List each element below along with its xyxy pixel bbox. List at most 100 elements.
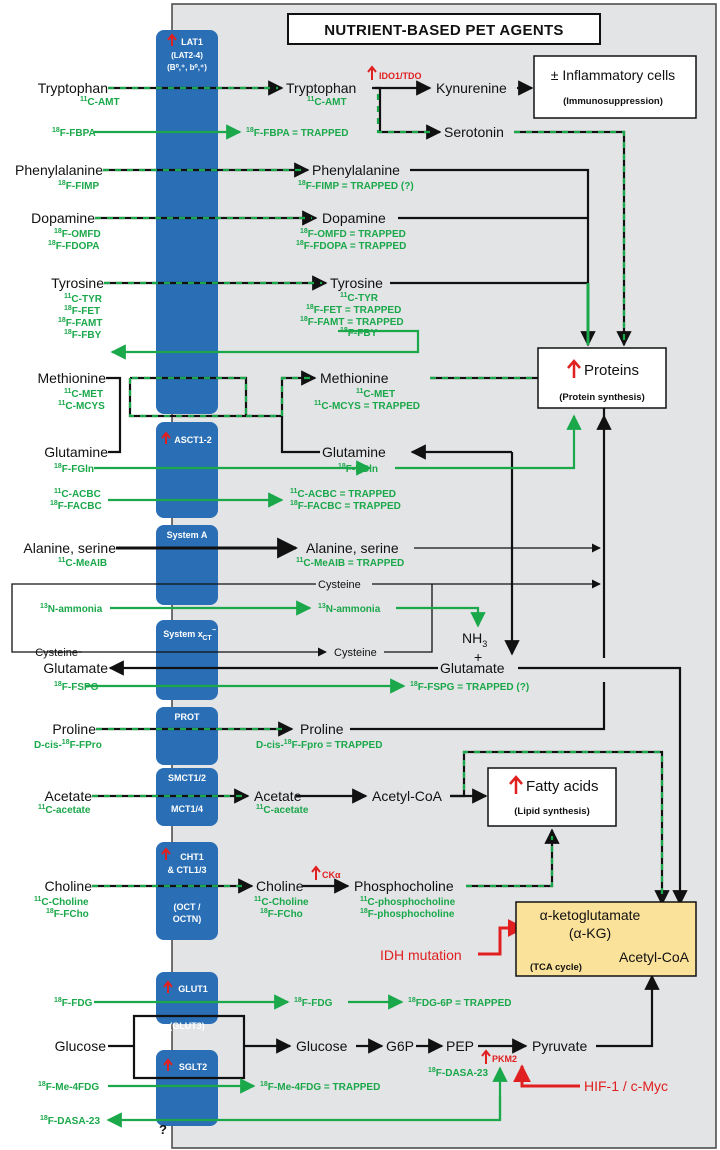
cht1-transporter bbox=[156, 842, 218, 940]
svg-text:Dopamine: Dopamine bbox=[322, 210, 386, 226]
cysteine-flow bbox=[11, 579, 601, 657]
inflammatory-box bbox=[533, 55, 697, 119]
oct-label-2: OCTN) bbox=[173, 914, 202, 924]
svg-text:18F-FDOPA = TRAPPED: 18F-FDOPA = TRAPPED bbox=[296, 240, 406, 252]
svg-text:Proline: Proline bbox=[300, 721, 344, 737]
tca-box bbox=[515, 901, 697, 977]
svg-text:Alanine, serine: Alanine, serine bbox=[23, 540, 116, 556]
svg-text:11C-MeAIB: 11C-MeAIB bbox=[58, 557, 107, 569]
svg-text:11C-MCYS = TRAPPED: 11C-MCYS = TRAPPED bbox=[314, 400, 420, 412]
svg-text:Pyruvate: Pyruvate bbox=[532, 1038, 587, 1054]
tyrosine-flow bbox=[104, 275, 590, 360]
svg-text:18F-FBPA = TRAPPED: 18F-FBPA = TRAPPED bbox=[246, 127, 349, 139]
tca-cycle-label: (TCA cycle) bbox=[530, 962, 582, 973]
svg-text:IDO1/TDO: IDO1/TDO bbox=[379, 71, 422, 81]
cht1-up-arrow bbox=[161, 847, 171, 860]
proteins-up-icon bbox=[567, 359, 581, 378]
svg-text:Tyrosine: Tyrosine bbox=[51, 275, 104, 291]
svg-text:Methionine: Methionine bbox=[38, 370, 107, 386]
oct-label-1: (OCT / bbox=[174, 902, 201, 912]
svg-text:Cysteine: Cysteine bbox=[334, 647, 377, 659]
svg-text:11C-MCYS: 11C-MCYS bbox=[58, 400, 105, 412]
svg-text:18F-FIMP: 18F-FIMP bbox=[58, 180, 99, 192]
svg-text:NH3: NH3 bbox=[462, 630, 487, 649]
svg-text:PKM2: PKM2 bbox=[492, 1054, 517, 1064]
svg-text:Acetate: Acetate bbox=[254, 788, 302, 804]
glut3-label: (GLUT3) bbox=[169, 1021, 205, 1031]
sglt2-up-arrow bbox=[163, 1058, 173, 1071]
svg-text:Choline: Choline bbox=[256, 878, 304, 894]
svg-text:HIF-1 / c-Myc: HIF-1 / c-Myc bbox=[584, 1078, 668, 1094]
lat1-transporter bbox=[156, 30, 218, 414]
svg-text:18F-FAMT = TRAPPED: 18F-FAMT = TRAPPED bbox=[300, 316, 404, 328]
svg-text:18F-Me-4FDG: 18F-Me-4FDG bbox=[38, 1081, 99, 1093]
intracellular-labels: Tryptophan 11C-AMT IDO1/TDO Kynurenine S… bbox=[246, 65, 668, 1094]
protein-synthesis-label: (Protein synthesis) bbox=[559, 392, 645, 403]
svg-text:18F-Me-4FDG = TRAPPED: 18F-Me-4FDG = TRAPPED bbox=[260, 1081, 380, 1093]
svg-text:18F-DASA-23: 18F-DASA-23 bbox=[428, 1067, 488, 1079]
proline-flow bbox=[96, 682, 606, 737]
svg-text:+: + bbox=[474, 649, 482, 665]
svg-text:Serotonin: Serotonin bbox=[444, 124, 504, 140]
smct-label: SMCT1/2 bbox=[168, 773, 206, 783]
svg-text:11C-ACBC = TRAPPED: 11C-ACBC = TRAPPED bbox=[290, 488, 396, 500]
svg-text:18F-phosphocholine: 18F-phosphocholine bbox=[360, 908, 455, 920]
svg-text:11C-ACBC: 11C-ACBC bbox=[54, 488, 101, 500]
svg-text:Glucose: Glucose bbox=[55, 1038, 107, 1054]
svg-text:18F-FET: 18F-FET bbox=[64, 305, 100, 317]
svg-text:Glucose: Glucose bbox=[296, 1038, 348, 1054]
svg-text:Acetyl-CoA: Acetyl-CoA bbox=[372, 788, 443, 804]
svg-text:Dopamine: Dopamine bbox=[31, 210, 95, 226]
svg-text:11C-phosphocholine: 11C-phosphocholine bbox=[360, 896, 456, 908]
acetate-flow bbox=[92, 750, 670, 906]
svg-text:Phenylalanine: Phenylalanine bbox=[312, 162, 400, 178]
tca-acetylcoa: Acetyl-CoA bbox=[619, 949, 690, 965]
svg-text:18F-FAMT: 18F-FAMT bbox=[58, 317, 102, 329]
svg-text:Glutamate: Glutamate bbox=[440, 660, 505, 676]
glutamine-flow bbox=[94, 414, 582, 656]
svg-text:11C-TYR: 11C-TYR bbox=[340, 292, 379, 304]
lat1-sub1: (LAT2-4) bbox=[171, 51, 203, 60]
svg-text:11C-AMT: 11C-AMT bbox=[80, 96, 120, 108]
systemXc-label: System x bbox=[163, 629, 203, 639]
svg-text:18F-FIMP = TRAPPED (?): 18F-FIMP = TRAPPED (?) bbox=[298, 180, 414, 192]
fatty-acids-up-icon bbox=[509, 775, 523, 794]
glucose-flow bbox=[106, 974, 660, 1128]
svg-text:18F-FBPA: 18F-FBPA bbox=[52, 127, 96, 139]
svg-text:18F-OMFD: 18F-OMFD bbox=[54, 228, 101, 240]
svg-text:11C-MET: 11C-MET bbox=[64, 388, 103, 400]
svg-text:18F-FDOPA: 18F-FDOPA bbox=[48, 240, 100, 252]
inflammatory-label: ± Inflammatory cells bbox=[551, 67, 675, 83]
svg-text:18F-FSPG = TRAPPED (?): 18F-FSPG = TRAPPED (?) bbox=[410, 681, 529, 693]
svg-text:CKα: CKα bbox=[322, 870, 341, 880]
svg-text:18F-OMFD = TRAPPED: 18F-OMFD = TRAPPED bbox=[300, 228, 406, 240]
choline-flow bbox=[92, 828, 560, 894]
serotonin-to-proteins bbox=[514, 130, 632, 347]
asct-up-arrow bbox=[161, 431, 171, 444]
svg-text:18F-DASA-23: 18F-DASA-23 bbox=[40, 1115, 100, 1127]
svg-text:IDH mutation: IDH mutation bbox=[380, 947, 462, 963]
svg-text:18F-FCho: 18F-FCho bbox=[46, 908, 89, 920]
svg-text:11C-Choline: 11C-Choline bbox=[254, 896, 309, 908]
prot-transporter bbox=[156, 707, 218, 765]
svg-text:18F-FACBC: 18F-FACBC bbox=[50, 500, 102, 512]
lat1-up-arrow bbox=[167, 33, 177, 46]
svg-text:Tryptophan: Tryptophan bbox=[38, 80, 108, 96]
svg-text:11C-Choline: 11C-Choline bbox=[34, 896, 89, 908]
sglt2-transporter bbox=[156, 1050, 218, 1126]
immuno-label: (Immunosuppression) bbox=[563, 96, 663, 107]
fatty-acids-label: Fatty acids bbox=[526, 778, 599, 795]
svg-text:Glutamine: Glutamine bbox=[44, 444, 108, 460]
svg-text:18FDG-6P = TRAPPED: 18FDG-6P = TRAPPED bbox=[408, 997, 511, 1009]
svg-text:Proline: Proline bbox=[52, 721, 96, 737]
akg-label: α-ketoglutamate bbox=[540, 907, 641, 923]
svg-text:Alanine, serine: Alanine, serine bbox=[306, 540, 399, 556]
svg-text:11C-acetate: 11C-acetate bbox=[256, 804, 309, 816]
svg-text:18F-FGln: 18F-FGln bbox=[54, 463, 94, 475]
glutamate-flow bbox=[86, 414, 688, 906]
title-box bbox=[287, 13, 601, 45]
systemXc-sub: CT bbox=[202, 635, 212, 642]
svg-text:PEP: PEP bbox=[446, 1038, 474, 1054]
svg-text:Phenylalanine: Phenylalanine bbox=[15, 162, 103, 178]
